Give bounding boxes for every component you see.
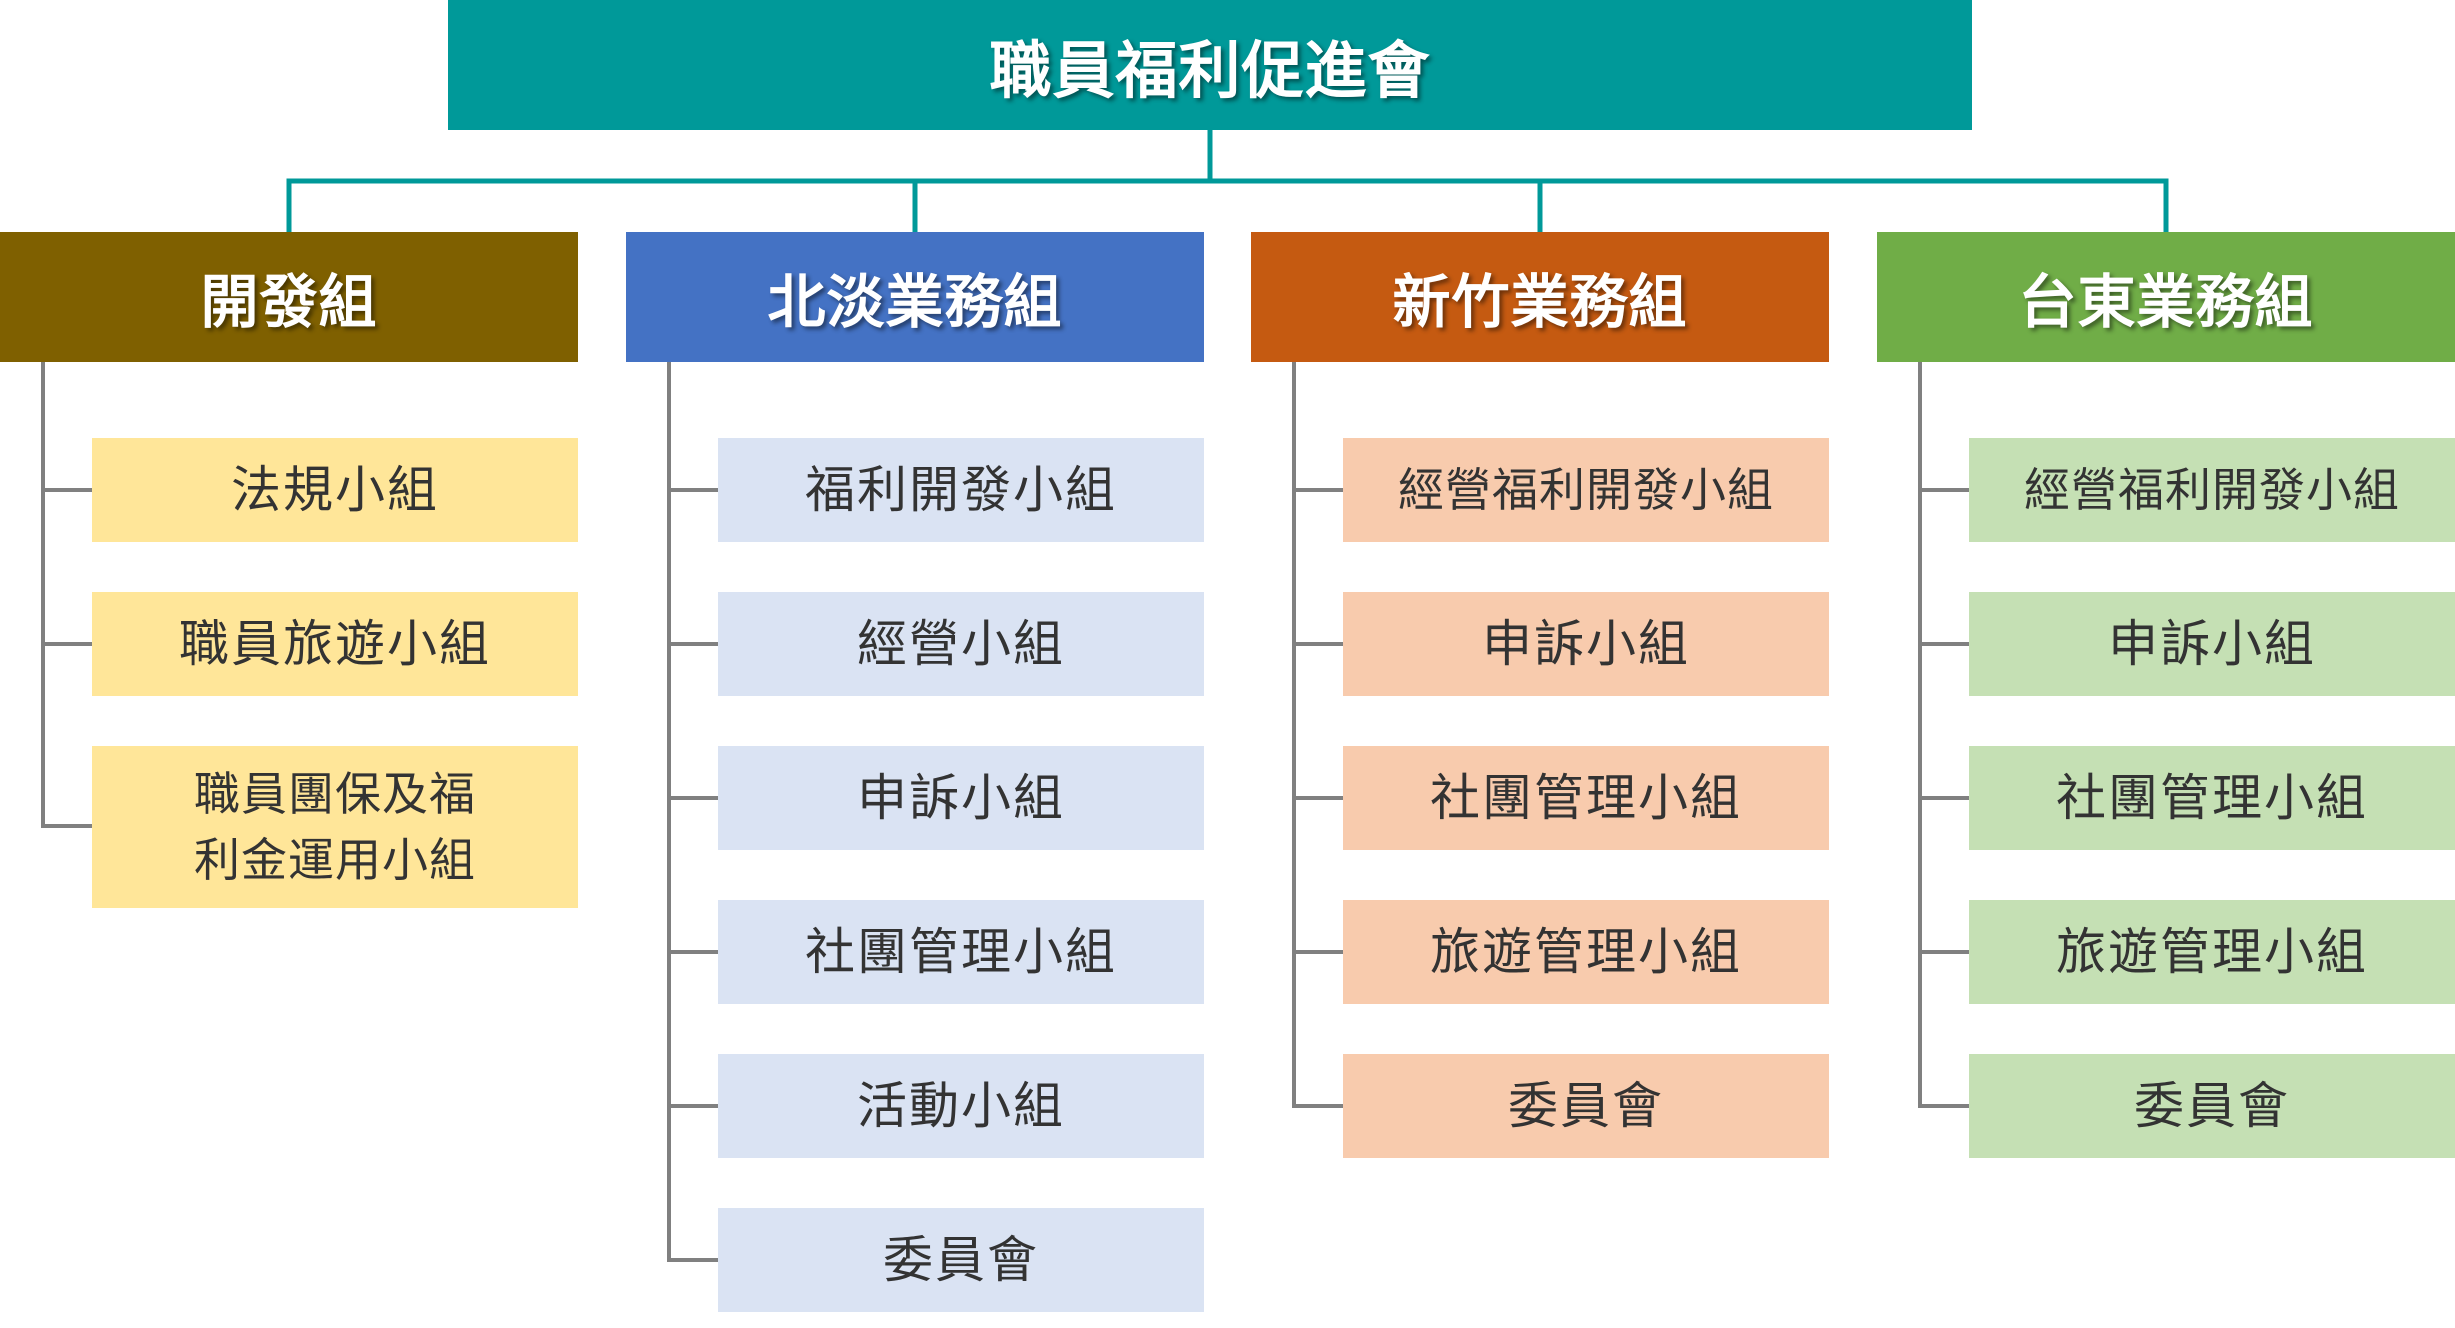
subgroup-node: 旅遊管理小組: [1969, 900, 2455, 1004]
subgroup-node: 委員會: [1969, 1054, 2455, 1158]
subgroup-node: 經營福利開發小組: [1969, 438, 2455, 542]
root-node: 職員福利促進會: [448, 0, 1972, 130]
subgroup-label: 職員旅遊小組: [179, 615, 491, 673]
subgroup-label: 社團管理小組: [2056, 769, 2368, 827]
subgroup-label: 申訴小組: [857, 769, 1065, 827]
subgroup-node: 職員團保及福 利金運用小組: [92, 746, 578, 908]
subgroup-node: 職員旅遊小組: [92, 592, 578, 696]
group-label: 新竹業務組: [1392, 268, 1688, 336]
subgroup-label: 委員會: [1508, 1077, 1664, 1135]
subgroup-node: 福利開發小組: [718, 438, 1204, 542]
subgroup-label: 旅遊管理小組: [1430, 923, 1742, 981]
subgroup-node: 經營福利開發小組: [1343, 438, 1829, 542]
subgroup-node: 社團管理小組: [1969, 746, 2455, 850]
subgroup-node: 社團管理小組: [1343, 746, 1829, 850]
subgroup-label: 委員會: [2134, 1077, 2290, 1135]
group-node-1: 開發組: [0, 232, 578, 362]
subgroup-label: 經營小組: [857, 615, 1065, 673]
subgroup-node: 旅遊管理小組: [1343, 900, 1829, 1004]
subgroup-label: 經營福利開發小組: [2024, 463, 2400, 517]
subgroup-node: 經營小組: [718, 592, 1204, 696]
subgroup-node: 社團管理小組: [718, 900, 1204, 1004]
subgroup-label: 申訴小組: [1482, 615, 1690, 673]
subgroup-node: 法規小組: [92, 438, 578, 542]
group-label: 台東業務組: [2018, 268, 2314, 336]
root-label: 職員福利促進會: [989, 34, 1431, 107]
subgroup-label: 活動小組: [857, 1077, 1065, 1135]
subgroup-label: 申訴小組: [2108, 615, 2316, 673]
subgroup-label: 旅遊管理小組: [2056, 923, 2368, 981]
group-node-2: 北淡業務組: [626, 232, 1204, 362]
subgroup-node: 申訴小組: [1969, 592, 2455, 696]
subgroup-label: 委員會: [883, 1231, 1039, 1289]
subgroup-node: 申訴小組: [718, 746, 1204, 850]
subgroup-label: 法規小組: [231, 461, 439, 519]
subgroup-node: 委員會: [1343, 1054, 1829, 1158]
group-node-3: 新竹業務組: [1251, 232, 1829, 362]
group-node-4: 台東業務組: [1877, 232, 2455, 362]
subgroup-node: 活動小組: [718, 1054, 1204, 1158]
subgroup-label: 經營福利開發小組: [1398, 463, 1774, 517]
subgroup-label: 職員團保及福 利金運用小組: [194, 767, 476, 887]
subgroup-label: 福利開發小組: [805, 461, 1117, 519]
subgroup-node: 申訴小組: [1343, 592, 1829, 696]
subgroup-label: 社團管理小組: [1430, 769, 1742, 827]
group-label: 北淡業務組: [767, 268, 1063, 336]
subgroup-label: 社團管理小組: [805, 923, 1117, 981]
subgroup-node: 委員會: [718, 1208, 1204, 1312]
group-label: 開發組: [200, 268, 378, 336]
